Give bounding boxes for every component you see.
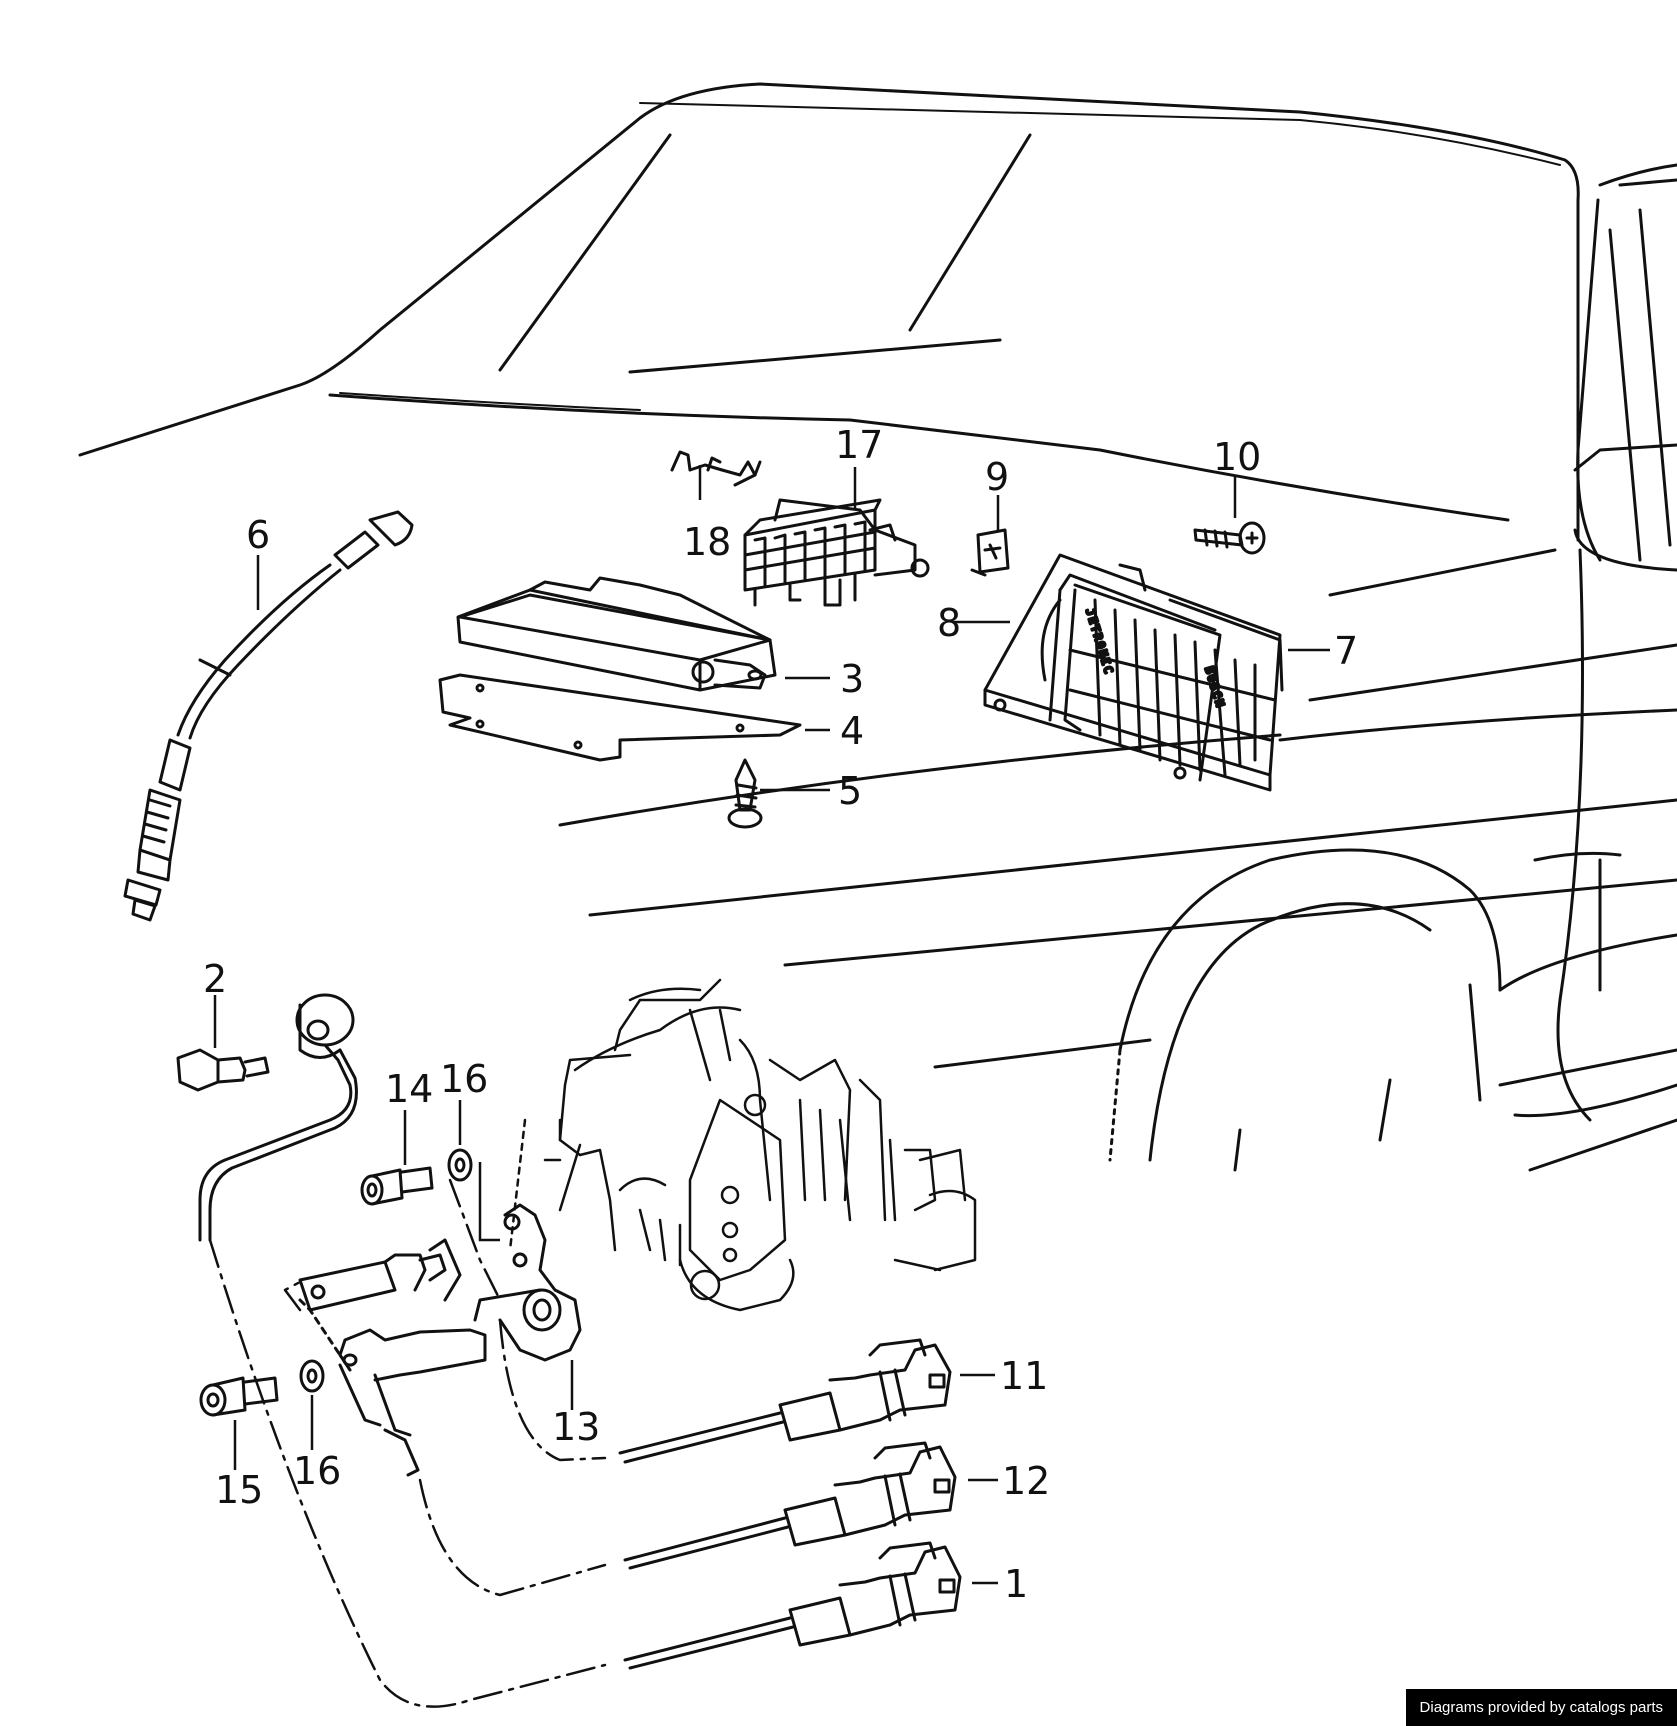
callout-3: 3	[840, 657, 864, 701]
part-9-clip	[970, 528, 1010, 577]
part-7-jetronic-ecu: JETRONIC BOSCH	[983, 553, 1284, 792]
callout-labels: 1 2 3 4 5 6 7 8 9 10 11 12 13 14 15 16 1…	[203, 423, 1358, 1606]
diagram-credit-banner: Diagrams provided by catalogs parts	[1405, 1689, 1677, 1726]
part-15-bolt	[199, 1376, 279, 1417]
callout-18: 18	[683, 520, 731, 564]
callout-12: 12	[1002, 1459, 1050, 1503]
engine-block-sketch	[508, 978, 977, 1312]
part-16-washer-upper	[447, 1148, 473, 1182]
part-16-washer-lower	[299, 1359, 325, 1393]
wire-routing-lines	[208, 1178, 607, 1708]
callout-7: 7	[1334, 629, 1358, 673]
callout-16-lower: 16	[293, 1449, 341, 1493]
callout-17: 17	[835, 423, 883, 467]
car-body-outline	[78, 82, 1677, 1172]
callout-9: 9	[985, 455, 1009, 499]
part-3-control-module	[456, 576, 777, 692]
part-1-connector	[623, 1541, 962, 1670]
part-2-knock-sensor	[176, 993, 358, 1242]
callout-15: 15	[215, 1468, 263, 1512]
part-4-mounting-bracket	[438, 673, 802, 762]
part-18-fuse-clip	[670, 450, 762, 487]
callout-5: 5	[838, 769, 862, 813]
part-17-relay-block	[743, 498, 930, 607]
part-10-screw	[1193, 521, 1266, 555]
callout-8: 8	[937, 601, 961, 645]
callout-11: 11	[1000, 1354, 1048, 1398]
part-6-oxygen-sensor	[123, 510, 414, 922]
part-13-sensor-bracket	[298, 1203, 582, 1477]
part-14-bolt	[360, 1166, 434, 1206]
leader-lines	[213, 465, 1330, 1585]
part-5-screw	[727, 758, 763, 829]
part-11-connector	[618, 1338, 952, 1464]
callout-16-upper: 16	[440, 1057, 488, 1101]
callout-6: 6	[246, 513, 270, 557]
callout-14: 14	[385, 1067, 433, 1111]
part-12-connector	[623, 1441, 957, 1570]
jetronic-stamp: JETRONIC	[1083, 607, 1116, 677]
callout-10: 10	[1213, 435, 1261, 479]
callout-13: 13	[552, 1405, 600, 1449]
callout-2: 2	[203, 957, 227, 1001]
callout-1: 1	[1004, 1562, 1028, 1606]
callout-4: 4	[840, 709, 864, 753]
